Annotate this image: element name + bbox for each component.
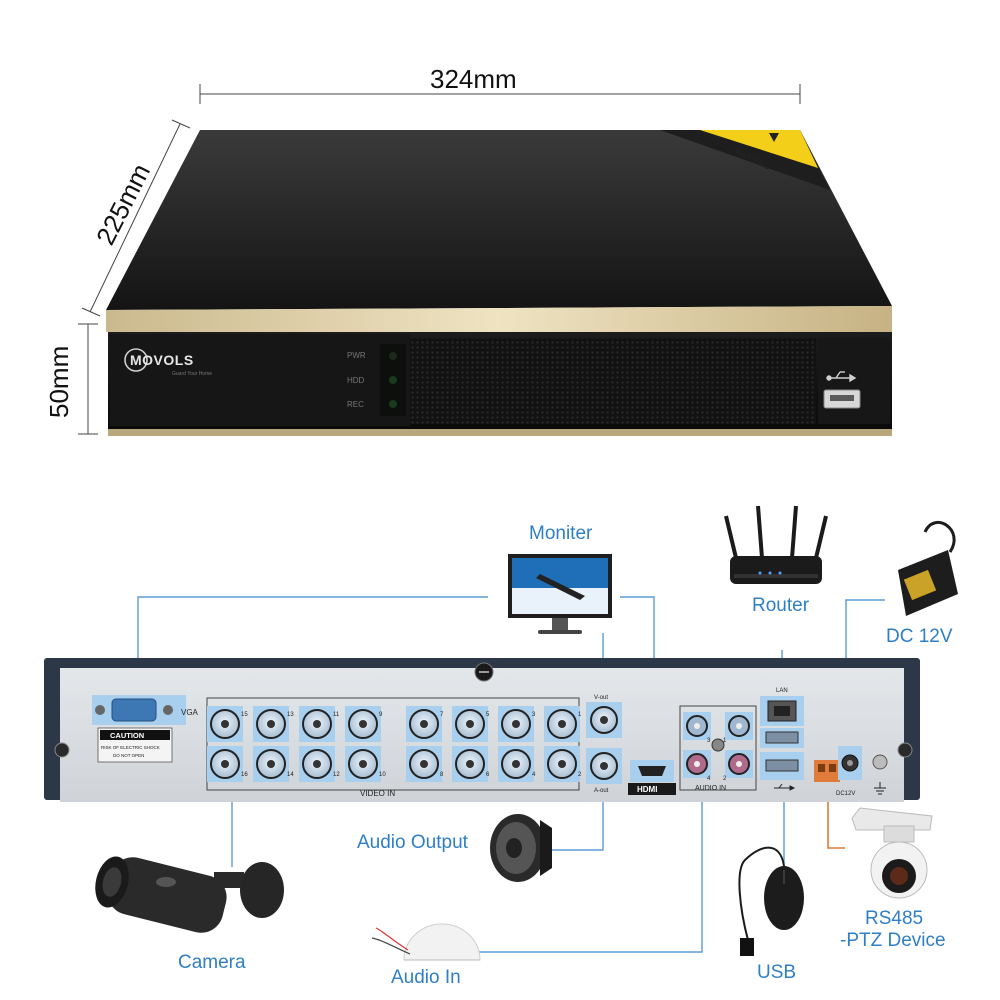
- rca-port: 1: [723, 712, 753, 744]
- bnc-port: 2: [544, 746, 582, 782]
- led-label-hdd: HDD: [347, 376, 365, 385]
- svg-text:RISK OF ELECTRIC SHOCK: RISK OF ELECTRIC SHOCK: [101, 745, 160, 750]
- audio-in-ports: 3 1 4 2: [683, 712, 753, 782]
- rca-port-number: 4: [707, 776, 711, 782]
- rca-port: 4: [683, 750, 711, 782]
- audio-in-label: AUDIO IN: [695, 785, 726, 792]
- brand-tagline: Guard Your Home: [172, 371, 213, 377]
- audio-output-label: Audio Output: [357, 832, 468, 853]
- rca-port-number: 3: [707, 738, 711, 744]
- vout-label: V-out: [594, 695, 608, 701]
- dc-power-label: DC 12V: [886, 626, 953, 647]
- rs485-label: RS485: [865, 908, 924, 929]
- aout-label: A-out: [594, 788, 609, 794]
- bnc-port-number: 14: [287, 772, 294, 778]
- led-label-pwr: PWR: [347, 351, 366, 360]
- ptz-device-label: -PTZ Device: [840, 930, 946, 951]
- bnc-port-number: 5: [486, 712, 490, 718]
- rca-port: 3: [683, 712, 711, 744]
- camera-icon: [95, 856, 284, 933]
- depth-dimension-line: [89, 123, 181, 313]
- bnc-port-number: 13: [287, 712, 294, 718]
- bnc-port-number: 3: [532, 712, 536, 718]
- connection-diagram: VGA CAUTION RISK OF ELECTRIC SHOCK DO NO…: [44, 505, 958, 961]
- monitor-icon: [508, 554, 612, 634]
- bnc-port: 12: [299, 746, 340, 782]
- bnc-port: 11: [299, 706, 340, 742]
- brand-logo-text: MOVOLS: [130, 352, 194, 368]
- rca-port: 2: [723, 750, 753, 782]
- movols-logo-icon: [124, 348, 148, 372]
- video-in-label: VIDEO IN: [360, 789, 395, 798]
- bnc-port: 8: [406, 746, 444, 782]
- bnc-port-number: 16: [241, 772, 248, 778]
- bnc-port: 6: [452, 746, 490, 782]
- rca-port-number: 2: [723, 776, 727, 782]
- bnc-ports: 15 13 11 9 7 5 3 1 16 14 12 10 8 6 4 2: [207, 706, 582, 782]
- warning-sticker: [700, 130, 818, 168]
- bnc-port: 16: [207, 746, 248, 782]
- led-label-rec: REC: [347, 400, 364, 409]
- svg-text:CAUTION: CAUTION: [110, 731, 144, 740]
- speaker-icon: [490, 814, 552, 882]
- camera-label: Camera: [178, 952, 246, 973]
- dvr-top-surface: [106, 130, 892, 310]
- monitor-label: Moniter: [529, 523, 593, 544]
- rs485-terminal: [814, 760, 840, 782]
- hdmi-label: HDMI: [637, 785, 657, 794]
- bnc-port: 9: [345, 706, 383, 742]
- bnc-port: 10: [345, 746, 386, 782]
- bnc-port: 5: [452, 706, 490, 742]
- router-icon: [724, 505, 828, 584]
- usb-icon: [826, 371, 857, 383]
- bnc-port: 7: [406, 706, 444, 742]
- bnc-port: 14: [253, 746, 294, 782]
- bnc-port-number: 4: [532, 772, 536, 778]
- bnc-port-number: 1: [578, 712, 582, 718]
- rs485-connection-line: [827, 800, 845, 849]
- gold-trim: [106, 306, 892, 332]
- bnc-port-number: 9: [379, 712, 383, 718]
- ground-icon: [874, 782, 886, 795]
- power-adapter-icon: [898, 520, 958, 616]
- bnc-port-number: 7: [440, 712, 444, 718]
- audio-in-device-label: Audio In: [391, 967, 461, 988]
- vga-label: VGA: [181, 708, 199, 717]
- usb-label: USB: [757, 962, 797, 983]
- mouse-icon: [738, 846, 804, 956]
- rear-usb-icon: [774, 783, 796, 791]
- bnc-port: 3: [498, 706, 536, 742]
- bnc-port: 4: [498, 746, 536, 782]
- bnc-port-number: 8: [440, 772, 444, 778]
- bnc-port-number: 11: [333, 712, 340, 718]
- router-label: Router: [752, 595, 810, 616]
- bnc-port-number: 2: [578, 772, 582, 778]
- vent-grille: [410, 338, 816, 424]
- lan-label: LAN: [776, 688, 788, 694]
- bnc-port: 13: [253, 706, 294, 742]
- bnc-port-number: 10: [379, 772, 386, 778]
- bnc-port-number: 6: [486, 772, 490, 778]
- dvr-front-illustration: [78, 84, 892, 436]
- ptz-camera-icon: [851, 807, 933, 899]
- bnc-port-number: 12: [333, 772, 340, 778]
- svg-text:DO NOT OPEN: DO NOT OPEN: [113, 753, 144, 758]
- bnc-port-number: 15: [241, 712, 248, 718]
- audio-in-block: [679, 705, 757, 791]
- video-in-block: [206, 697, 580, 791]
- rca-port-number: 1: [723, 738, 727, 744]
- microphone-icon: [371, 923, 481, 961]
- dc12v-label: DC12V: [836, 791, 855, 797]
- bnc-port: 1: [544, 706, 582, 742]
- width-dimension-label: 324mm: [430, 64, 517, 94]
- height-dimension-label: 50mm: [44, 345, 74, 418]
- bnc-port: 15: [207, 706, 248, 742]
- audio-block-screw: [711, 738, 725, 752]
